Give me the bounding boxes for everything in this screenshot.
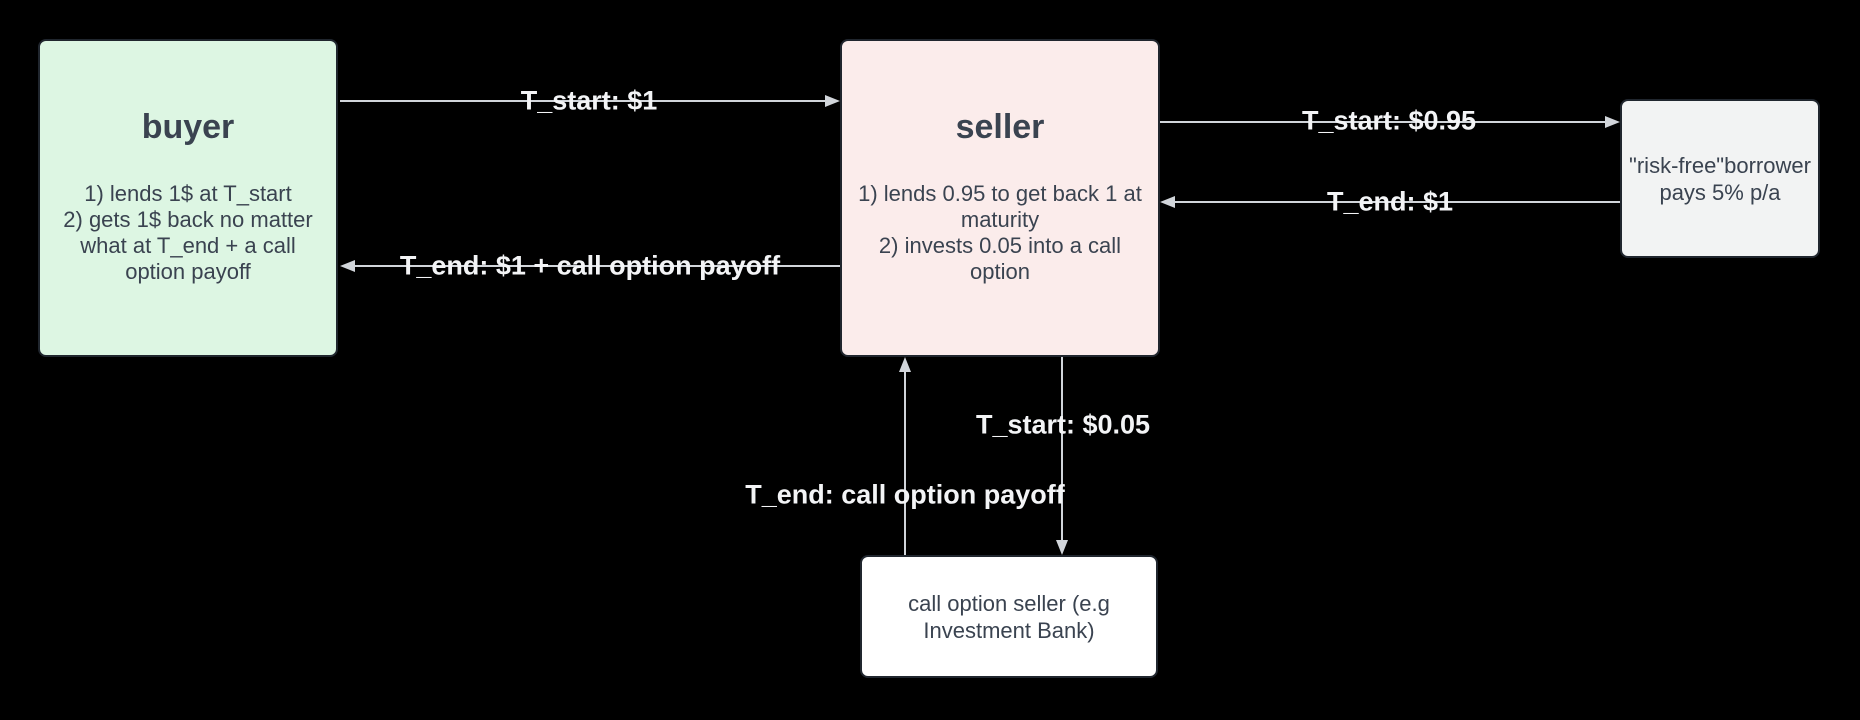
edge-seller-to-call-seller-arrowhead-icon xyxy=(1056,540,1068,555)
buyer-title: buyer xyxy=(141,108,235,146)
edge-buyer-to-seller-arrowhead-icon xyxy=(825,95,840,107)
edge-borrower-to-seller-label: T_end: $1 xyxy=(1326,186,1454,217)
risk-free-borrower-node: "risk-free"borrower pays 5% p/a xyxy=(1620,99,1820,258)
edge-seller-to-buyer-label: T_end: $1 + call option payoff xyxy=(399,250,781,281)
edge-call-seller-to-seller-label: T_end: call option payoff xyxy=(745,479,1065,510)
edge-buyer-to-seller-label: T_start: $1 xyxy=(520,85,658,116)
edge-borrower-to-seller-line xyxy=(1172,201,1620,203)
edge-seller-to-borrower-arrowhead-icon xyxy=(1605,116,1620,128)
edge-seller-to-borrower-label: T_start: $0.95 xyxy=(1301,105,1477,136)
edge-seller-to-buyer-arrowhead-icon xyxy=(340,260,355,272)
buyer-node: buyer 1) lends 1$ at T_start 2) gets 1$ … xyxy=(38,39,338,357)
edge-borrower-to-seller-arrowhead-icon xyxy=(1160,196,1175,208)
seller-title: seller xyxy=(955,108,1045,146)
edge-call-seller-to-seller-arrowhead-icon xyxy=(899,357,911,372)
call-option-seller-label: call option seller (e.g Investment Bank) xyxy=(908,590,1110,643)
edge-seller-to-buyer-line xyxy=(352,265,840,267)
risk-free-borrower-label: "risk-free"borrower pays 5% p/a xyxy=(1629,152,1811,205)
edge-seller-to-borrower-line xyxy=(1160,121,1608,123)
edge-seller-to-call-seller-label: T_start: $0.05 xyxy=(975,409,1151,440)
edge-buyer-to-seller-line xyxy=(340,100,828,102)
call-option-seller-node: call option seller (e.g Investment Bank) xyxy=(860,555,1158,678)
buyer-body: 1) lends 1$ at T_start 2) gets 1$ back n… xyxy=(63,181,313,284)
edge-call-seller-to-seller-line xyxy=(904,369,906,555)
edge-seller-to-call-seller-line xyxy=(1061,357,1063,543)
seller-node: seller 1) lends 0.95 to get back 1 at ma… xyxy=(840,39,1160,357)
seller-body: 1) lends 0.95 to get back 1 at maturity … xyxy=(858,181,1142,284)
